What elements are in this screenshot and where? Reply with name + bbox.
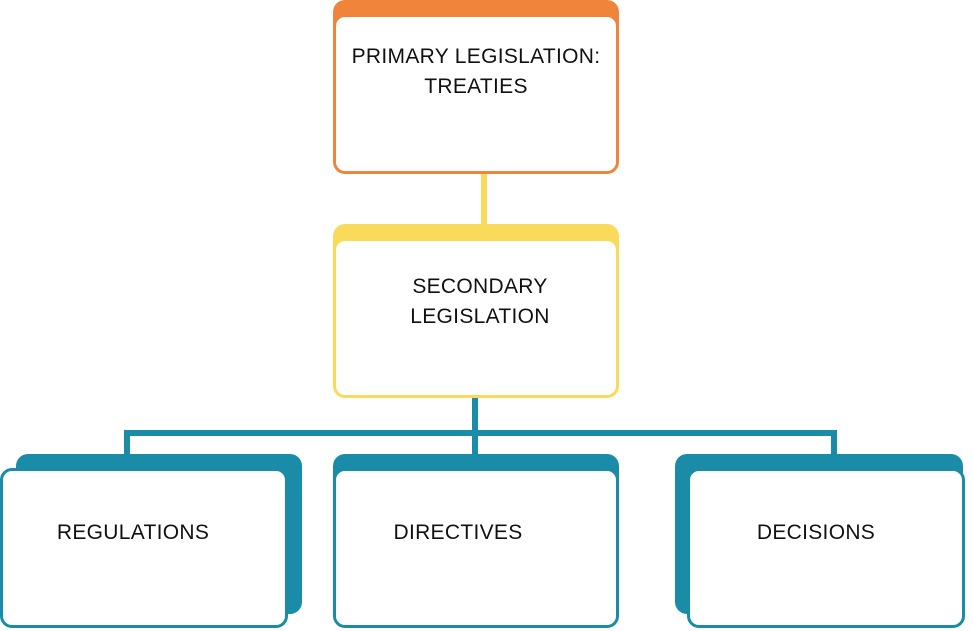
secondary-node-label-line2: LEGISLATION bbox=[410, 305, 550, 328]
connector-primary-secondary bbox=[481, 172, 487, 228]
secondary-node-label-line1: SECONDARY bbox=[412, 275, 548, 298]
directives-node: DIRECTIVES bbox=[333, 454, 619, 630]
secondary-legislation-node: SECONDARY LEGISLATION bbox=[333, 224, 619, 400]
primary-node-box bbox=[333, 14, 619, 174]
primary-legislation-node: PRIMARY LEGISLATION: TREATIES bbox=[333, 0, 619, 178]
primary-node-label-line2: TREATIES bbox=[424, 75, 528, 98]
regulations-node-label: REGULATIONS bbox=[56, 521, 210, 544]
decisions-node-label: DECISIONS bbox=[756, 521, 876, 544]
regulations-node-box bbox=[0, 468, 288, 628]
decisions-node-box bbox=[687, 468, 965, 628]
connector-regulations bbox=[124, 430, 130, 460]
primary-node-label-line1: PRIMARY LEGISLATION: bbox=[351, 45, 601, 68]
regulations-node: REGULATIONS bbox=[0, 454, 304, 630]
primary-node-label: PRIMARY LEGISLATION: TREATIES bbox=[333, 42, 619, 102]
connector-decisions bbox=[831, 430, 837, 460]
directives-node-label: DIRECTIVES bbox=[393, 521, 523, 544]
connector-horizontal-bar bbox=[124, 430, 837, 436]
secondary-node-box bbox=[333, 238, 619, 398]
connector-secondary-trunk bbox=[472, 396, 478, 456]
decisions-node: DECISIONS bbox=[675, 454, 965, 630]
directives-node-box bbox=[333, 468, 619, 628]
secondary-node-label: SECONDARY LEGISLATION bbox=[337, 272, 623, 332]
